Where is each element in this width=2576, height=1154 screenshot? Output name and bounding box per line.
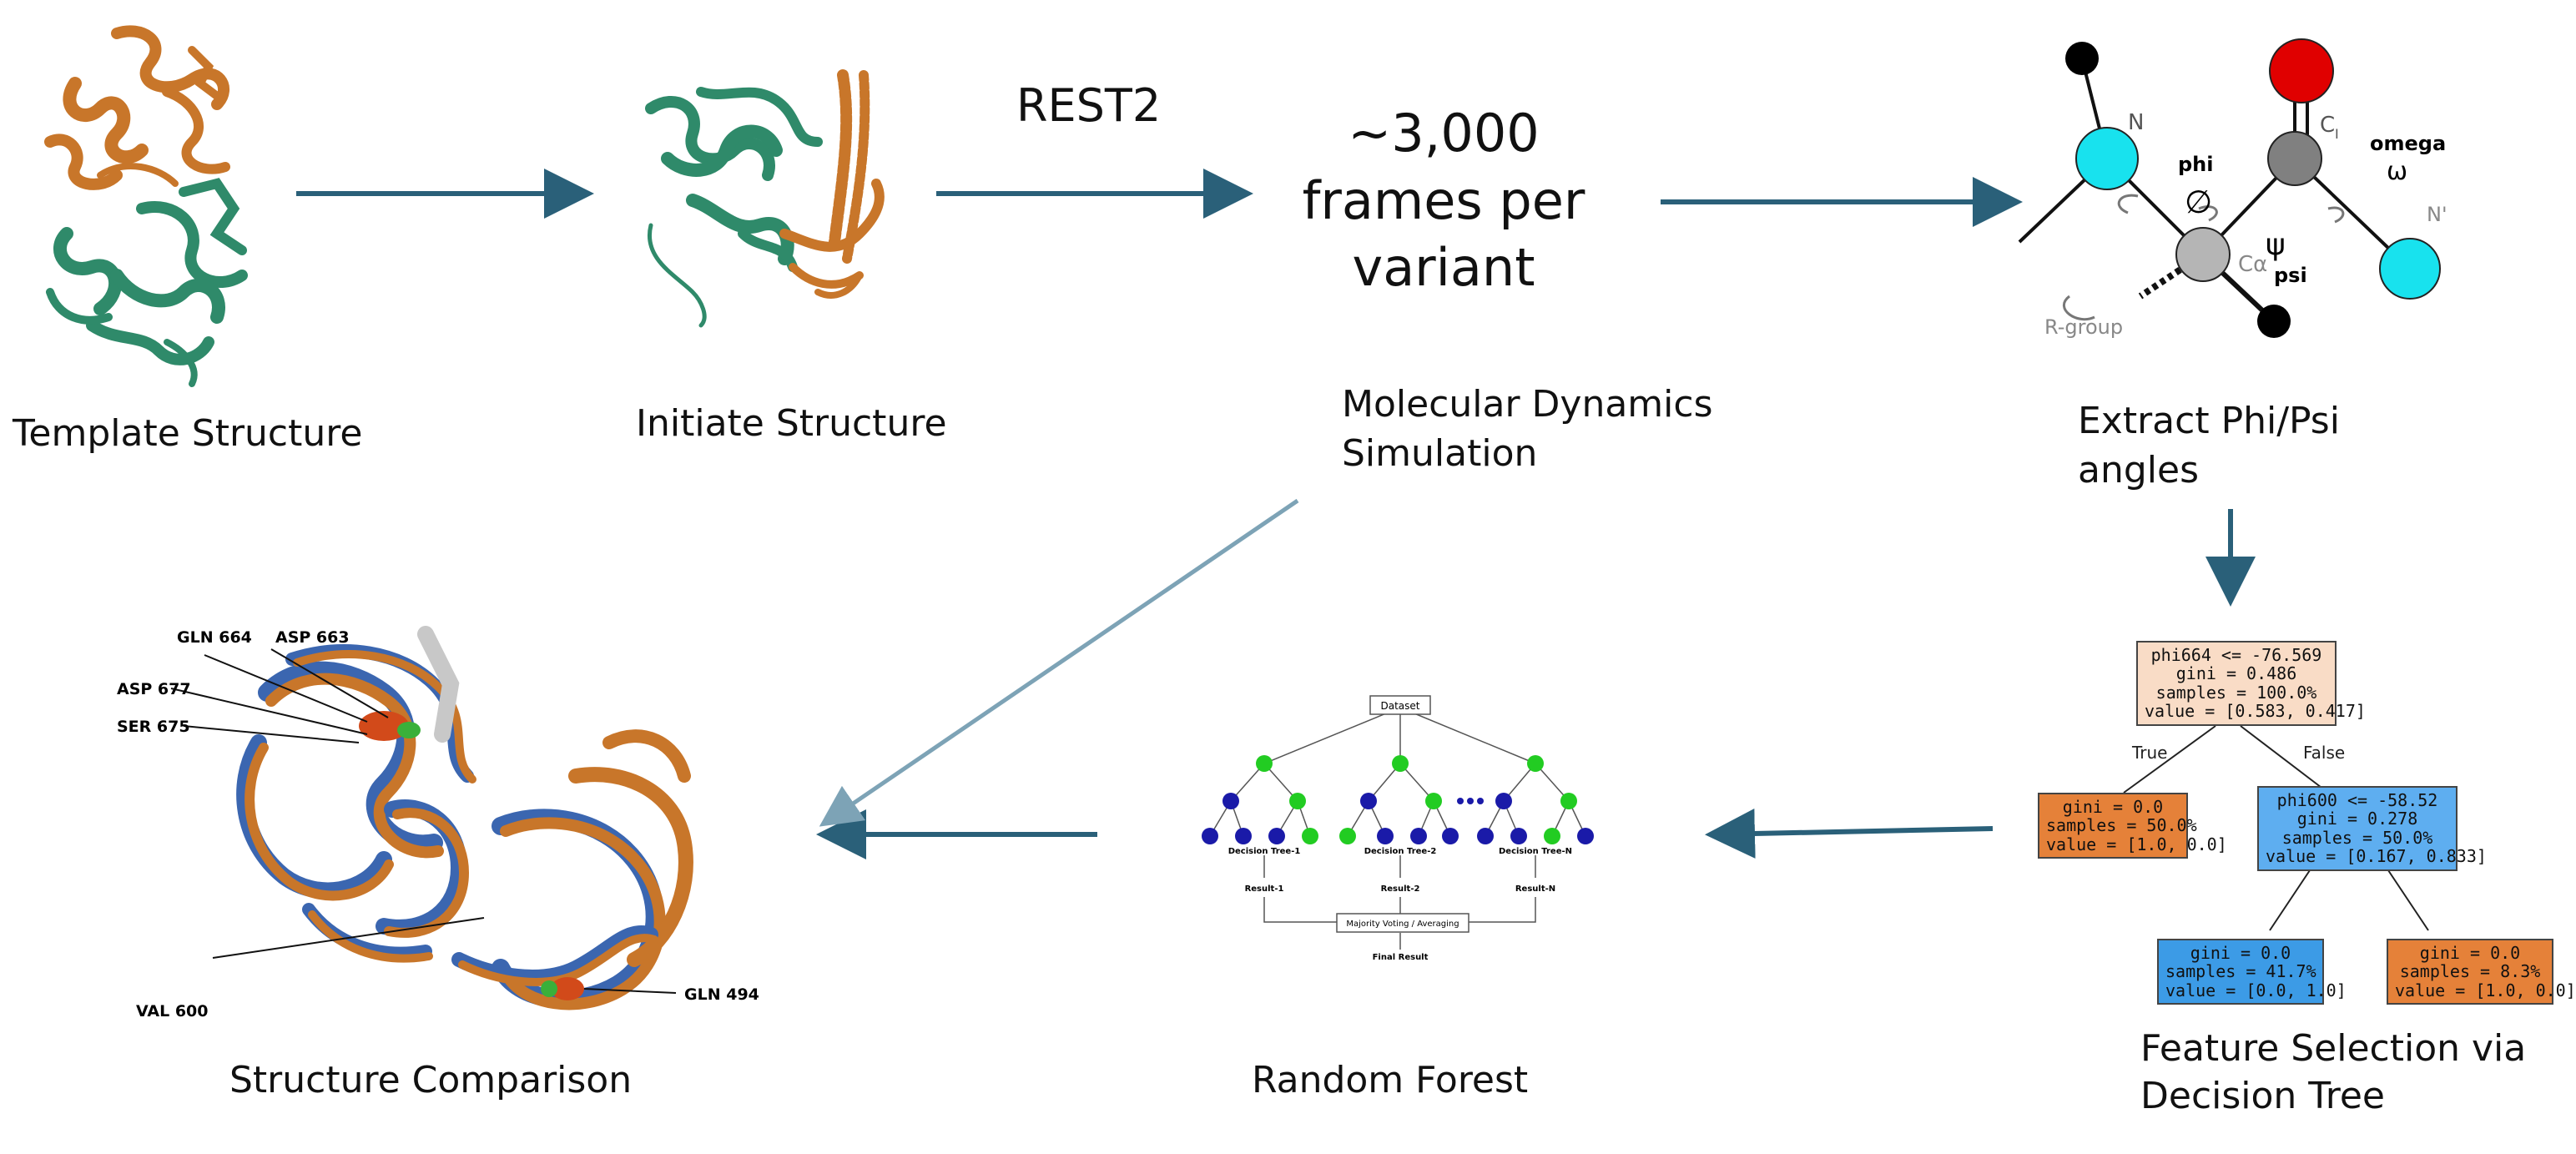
n-atom-icon (2075, 127, 2139, 190)
gln494-label: GLN 494 (684, 985, 759, 1004)
rf-dataset-box (1369, 695, 1431, 715)
rf-voting-label: Majority Voting / Averaging (1346, 920, 1459, 929)
extract-angles-label: Extract Phi/Psi angles (2078, 400, 2340, 492)
rf-tree1-label: Decision Tree-1 (1228, 847, 1301, 856)
initiate-structure-label: Initiate Structure (636, 402, 947, 445)
structure-comparison-image: GLN 664 ASP 663 ASP 677 SER 675 VAL 600 … (117, 626, 759, 1020)
psi-label: psi (2274, 264, 2307, 287)
rgroup-label: R-group (2044, 315, 2123, 339)
omega-symbol: ω (2387, 157, 2407, 186)
calpha-atom-icon (2175, 227, 2231, 282)
decision-tree-left-leaf: gini = 0.0 samples = 50.0% value = [1.0,… (2038, 793, 2227, 859)
calpha-label: Cα (2238, 252, 2267, 277)
arrow-md-to-comparison (819, 498, 1299, 827)
structure-comparison-label: Structure Comparison (229, 1059, 633, 1101)
phi-label: phi (2178, 153, 2214, 176)
decision-tree-edges (2123, 725, 2429, 931)
omega-label: omega (2370, 132, 2446, 155)
rf-tree2-label: Decision Tree-2 (1364, 847, 1437, 856)
decision-tree-right-node: phi600 <= -58.52 gini = 0.278 samples = … (2257, 786, 2487, 871)
n-prime-atom-icon (2379, 238, 2441, 300)
gln664-label: GLN 664 (177, 628, 252, 647)
dihedral-angle-diagram: N C I phi ∅ omega ω ψ psi N' Cα R-group (2018, 38, 2447, 339)
c-label: C (2320, 113, 2335, 138)
template-protein-image (44, 25, 248, 387)
frames-per-variant-label: ~3,000 frames per variant (1302, 103, 1585, 299)
molecular-dynamics-label: Molecular Dynamics Simulation (1342, 383, 1713, 476)
c-atom-icon (2267, 131, 2322, 186)
h-atom-top-icon (2065, 42, 2099, 75)
rf-treeN-label: Decision Tree-N (1499, 847, 1572, 856)
arrow-tree-to-forest (1705, 808, 1994, 859)
asp677-label: ASP 677 (117, 680, 191, 698)
n-label: N (2128, 110, 2144, 135)
rf-resultN-label: Result-N (1515, 884, 1555, 894)
rf-dataset-label: Dataset (1381, 700, 1420, 712)
false-edge-label: False (2303, 743, 2346, 763)
random-forest-label: Random Forest (1252, 1059, 1529, 1101)
rf-voting-box (1336, 913, 1469, 933)
true-edge-label: True (2132, 743, 2168, 763)
c-sub-label: I (2335, 126, 2339, 142)
template-structure-label: Template Structure (13, 412, 363, 455)
random-forest-diagram: Dataset Decision Tree-1 Decision Tree-2 … (1202, 695, 1594, 962)
ser675-label: SER 675 (117, 718, 190, 736)
h-atom-bottom-icon (2257, 305, 2291, 338)
rf-result1-label: Result-1 (1245, 884, 1284, 894)
o-atom-icon (2269, 38, 2334, 103)
phi-symbol: ∅ (2185, 184, 2212, 220)
rf-final-label: Final Result (1373, 953, 1429, 962)
initiate-protein-image (645, 69, 885, 328)
asp663-label: ASP 663 (275, 628, 350, 647)
feature-selection-label: Feature Selection via Decision Tree (2140, 1027, 2527, 1118)
decision-tree-root-node: phi664 <= -76.569 gini = 0.486 samples =… (2136, 641, 2366, 726)
decision-tree-rr-leaf: gini = 0.0 samples = 8.3% value = [1.0, … (2387, 939, 2576, 1005)
decision-tree-rl-leaf: gini = 0.0 samples = 41.7% value = [0.0,… (2157, 939, 2347, 1005)
rf-result2-label: Result-2 (1381, 884, 1420, 894)
val600-label: VAL 600 (136, 1002, 209, 1020)
psi-symbol: ψ (2266, 228, 2286, 262)
n-prime-label: N' (2427, 203, 2447, 226)
rest2-label: REST2 (1016, 79, 1162, 132)
